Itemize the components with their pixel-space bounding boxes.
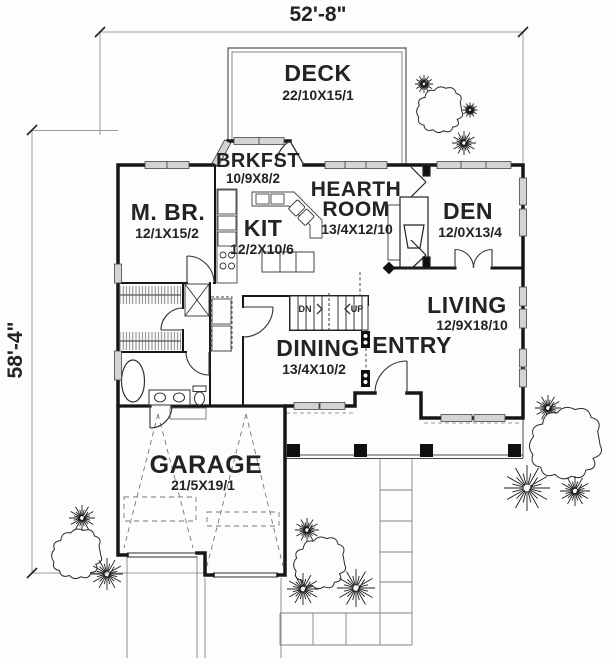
kitchen-island: [261, 251, 315, 273]
garage-truss-dashes: [123, 413, 284, 567]
room-labels: DECK 22/10X15/1 BRKFST 10/9X8/2 M. BR. 1…: [131, 60, 508, 493]
room-dims-kitchen: 12/2X10/6: [230, 241, 294, 257]
dimension-lines: [26, 26, 529, 579]
room-dims-den: 12/0X13/4: [438, 224, 502, 240]
kitchen-sink: [288, 199, 315, 226]
room-label-living: LIVING: [427, 292, 507, 318]
kitchen-counter-west: [216, 188, 238, 284]
toilet: [192, 385, 207, 406]
walk-in-closet: [120, 286, 181, 350]
den-french-doors: [454, 248, 493, 269]
room-label-entry: ENTRY: [372, 332, 452, 358]
room-dims-master-bedroom: 12/1X15/2: [135, 225, 199, 241]
doors: [149, 140, 493, 429]
staircase: [289, 293, 369, 333]
walkway: [279, 458, 413, 646]
driveway: [126, 556, 282, 658]
linen-closet: [184, 283, 210, 317]
stair-label-up: UP: [351, 304, 364, 314]
deck-door: [275, 140, 305, 166]
garage-step: [169, 407, 207, 420]
porch: [285, 412, 524, 459]
hall-door: [242, 306, 274, 338]
bathtub: [120, 359, 146, 403]
fireplace: [387, 164, 431, 270]
range-cooktop: [219, 251, 235, 270]
windows: [114, 137, 527, 422]
room-label-den: DEN: [443, 198, 493, 224]
room-label-hearth-line2: ROOM: [322, 198, 389, 221]
room-dims-deck: 22/10X15/1: [282, 87, 354, 103]
room-dims-living: 12/9X18/10: [436, 317, 508, 333]
room-label-master-bedroom: M. BR.: [131, 199, 206, 225]
overall-height-dimension: 58'-4": [4, 322, 27, 379]
bath-door: [185, 351, 210, 376]
room-label-dining: DINING: [276, 335, 360, 361]
stair-arrow-up: [344, 303, 351, 315]
overall-width-dimension: 52'-8": [290, 3, 347, 26]
room-dims-garage: 21/5X19/1: [171, 477, 235, 493]
closet-door: [160, 307, 184, 331]
room-dims-dining: 13/4X10/2: [282, 361, 346, 377]
room-label-hearth-line1: HEARTH: [311, 178, 402, 201]
front-door: [374, 360, 408, 394]
room-label-garage: GARAGE: [150, 451, 263, 479]
master-bedroom-door: [186, 255, 215, 284]
room-dims-brkfst: 10/9X8/2: [226, 171, 280, 186]
vanity-sinks: [148, 389, 191, 406]
garage-entry-door: [149, 405, 173, 429]
stair-arrow-down: [316, 303, 323, 315]
laundry-cabinets: [210, 296, 233, 352]
room-label-brkfst: BRKFST: [216, 150, 300, 172]
garage-door-lines: [127, 552, 278, 578]
deck-outline: [227, 47, 407, 164]
room-dims-hearth: 13/4X12/10: [321, 221, 393, 237]
roof-overhang-dashes: [286, 412, 520, 424]
room-label-deck: DECK: [284, 60, 351, 86]
stair-label-down: DN: [299, 304, 312, 314]
kitchen-counter-corner: [251, 191, 323, 239]
porch-columns: [287, 444, 521, 457]
room-label-kitchen: KIT: [244, 215, 283, 241]
